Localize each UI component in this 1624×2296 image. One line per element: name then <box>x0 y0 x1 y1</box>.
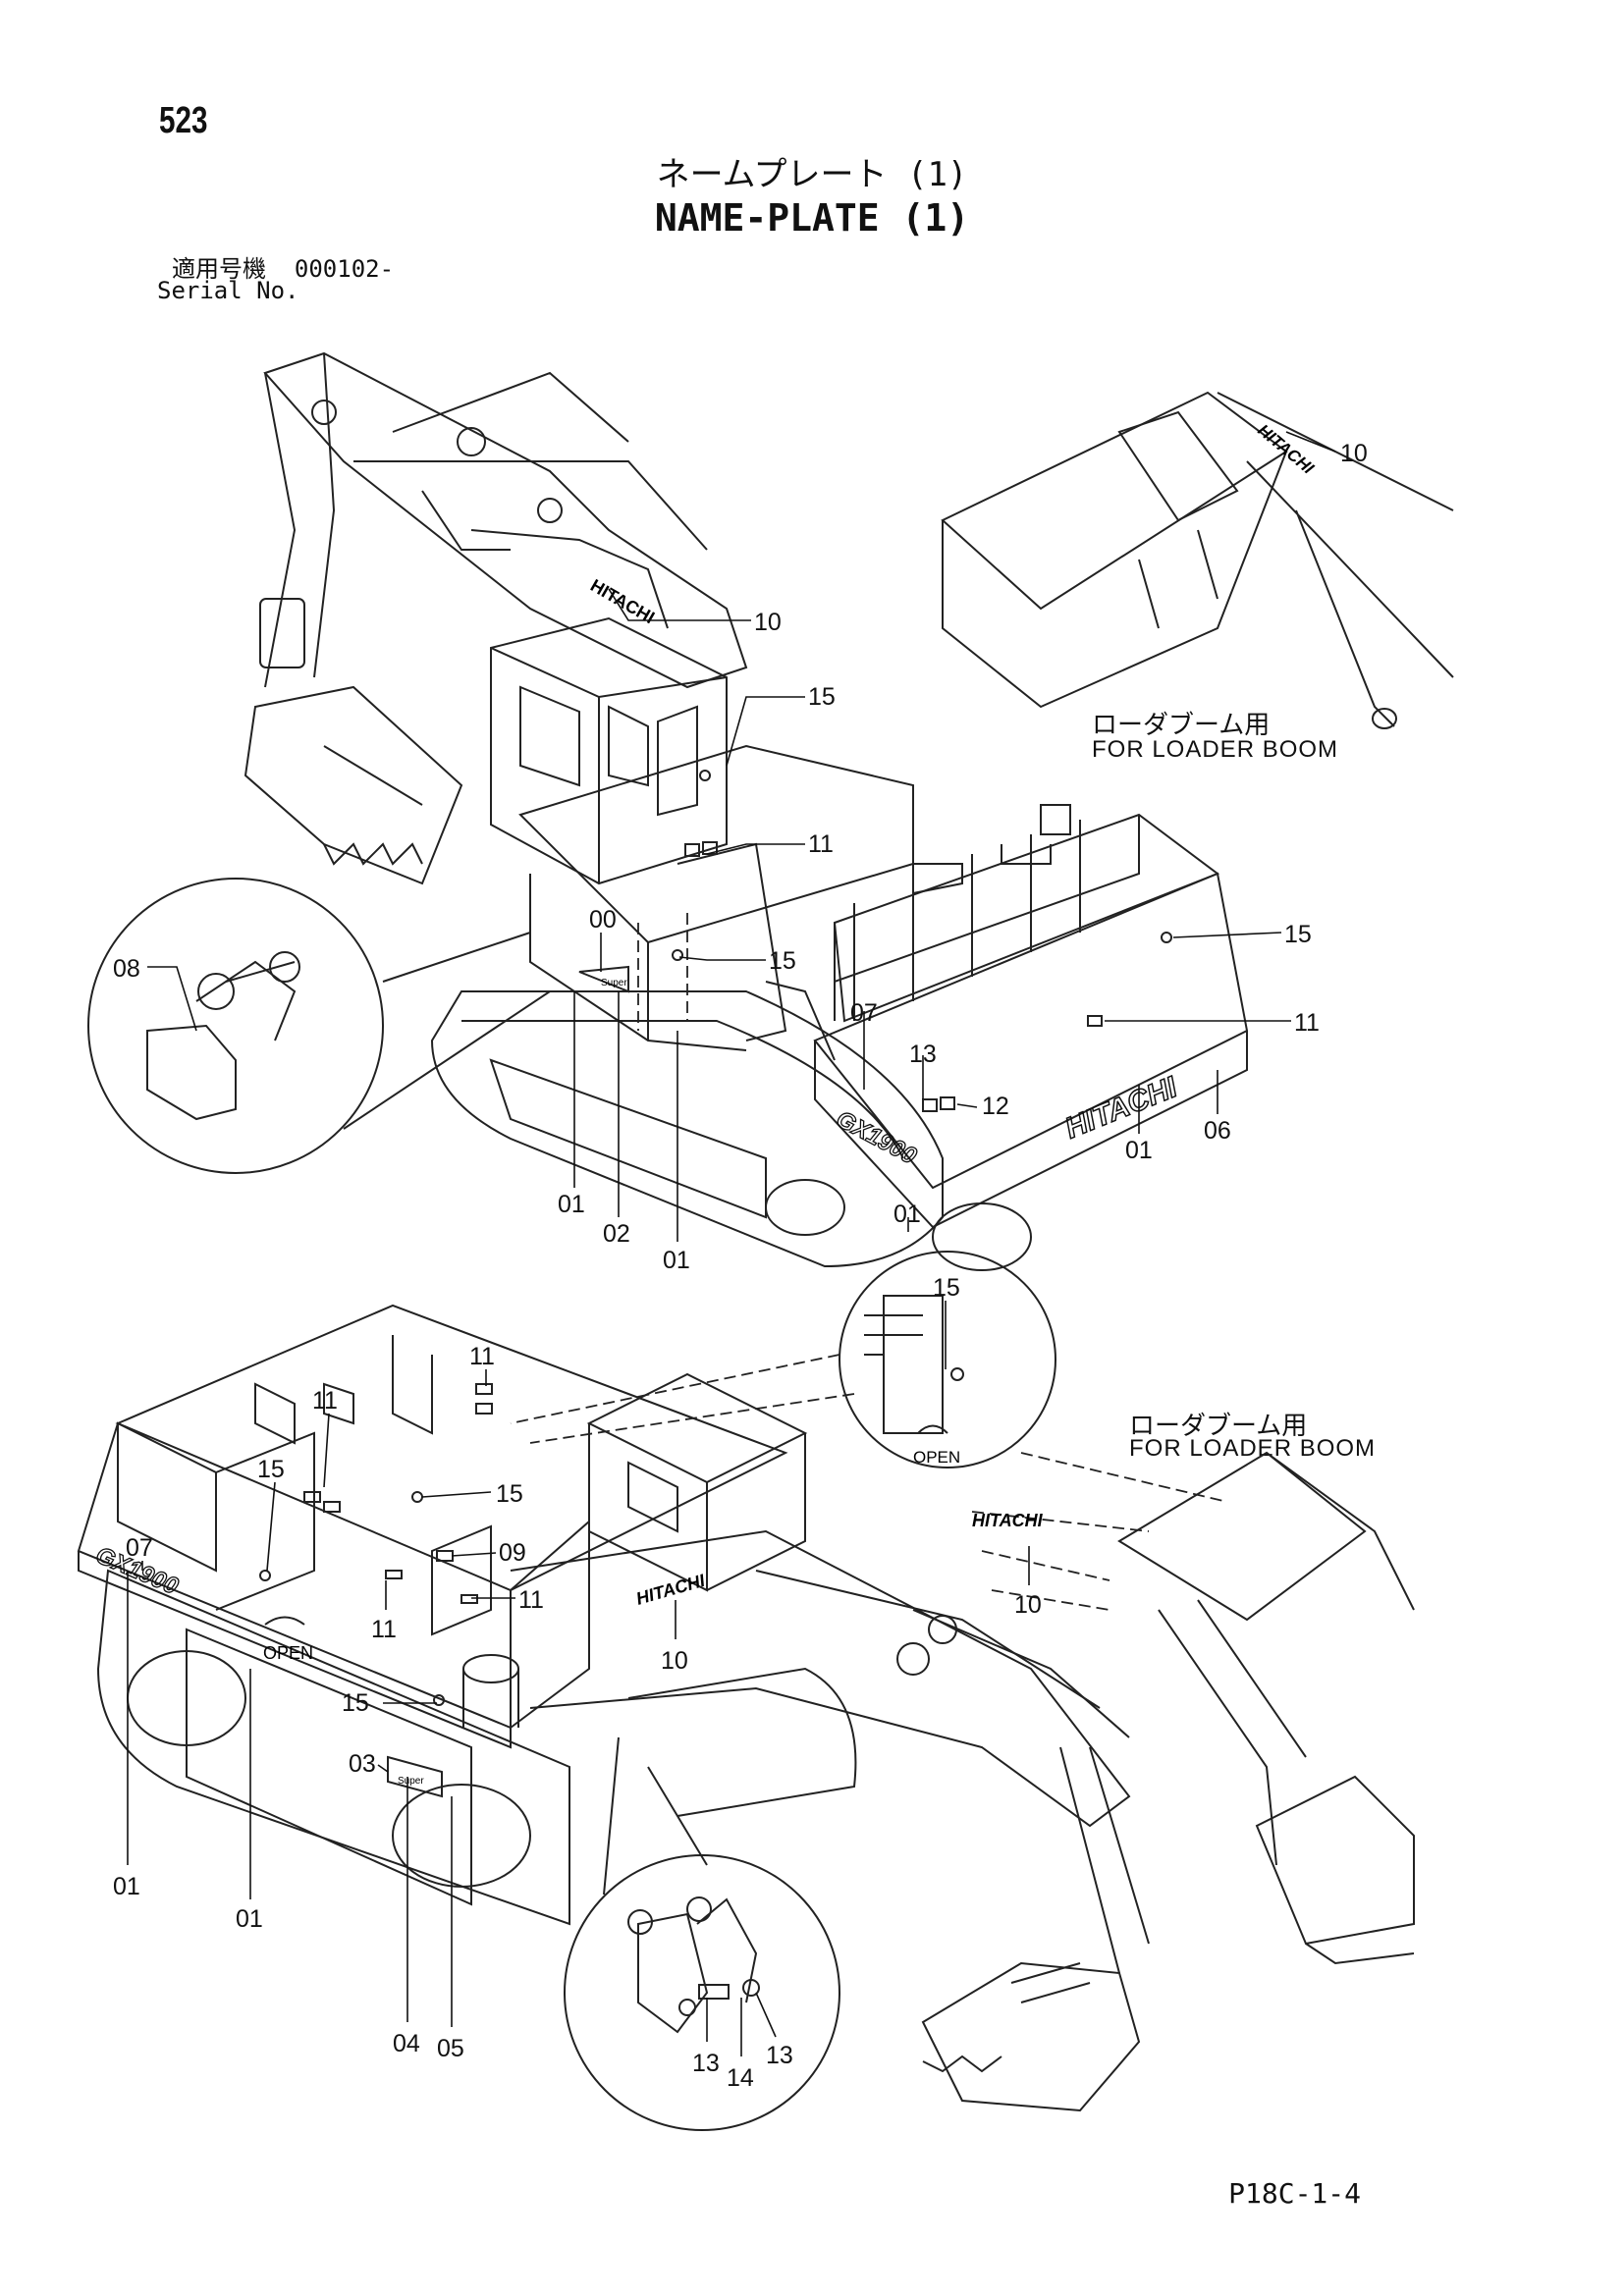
callout-10-loader-top: 10 <box>1340 440 1368 467</box>
loader-boom-label-jp-bottom: ローダブーム用 <box>1129 1412 1308 1441</box>
callout-10-boom-bottom: 10 <box>661 1647 688 1675</box>
detail-circle-top <box>87 878 551 1174</box>
open-label-detail: OPEN <box>913 1448 960 1467</box>
boom-brand-bottom: HITACHI <box>634 1571 708 1609</box>
callout-15-lower-bottom: 15 <box>342 1689 369 1717</box>
counterweight-brand: HITACHI <box>1060 1071 1182 1146</box>
serial-label-jp-text: 適用号機 <box>172 255 266 283</box>
loader-boom-inset-top: HITACHI <box>941 391 1454 729</box>
super-badge-bottom: Super <box>398 1776 424 1787</box>
callout-15-detail: 15 <box>933 1274 960 1302</box>
callout-11-left-bottom: 11 <box>312 1387 338 1415</box>
callout-01-mid-top: 01 <box>663 1247 690 1274</box>
loader-brand-bottom: HITACHI <box>972 1511 1044 1530</box>
callout-11-lower-bottom: 11 <box>371 1616 397 1643</box>
callout-10-loader-bottom: 10 <box>1014 1591 1042 1619</box>
loader-boom-label-jp-top: ローダブーム用 <box>1092 711 1271 740</box>
callout-11-upper-bottom: 11 <box>469 1343 495 1370</box>
super-badge-top: Super <box>601 978 627 988</box>
detail-circle-bottom <box>564 1736 840 2131</box>
callout-00-top: 00 <box>589 906 617 934</box>
page-number: 523 <box>159 100 208 141</box>
callout-15-engine-top: 15 <box>1284 921 1312 948</box>
leader-lines <box>127 431 1336 2056</box>
serial-label-en: Serial No. <box>157 277 299 304</box>
drawing-code: P18C-1-4 <box>1228 2177 1361 2210</box>
callout-11-cab-top: 11 <box>808 830 834 858</box>
callout-13-right-detail: 13 <box>766 2042 793 2069</box>
page-title-jp: ネームプレート (1) <box>656 155 968 194</box>
callout-07-bottom: 07 <box>126 1534 153 1562</box>
callout-08-top: 08 <box>113 955 140 983</box>
callout-13-top: 13 <box>909 1041 937 1068</box>
callout-02-top: 02 <box>603 1220 630 1248</box>
serial-value: 000102- <box>294 255 395 283</box>
callout-01-right-top: 06 <box>1204 1117 1231 1145</box>
detail-circle-15: OPEN <box>510 1251 1056 1468</box>
callout-11-engine-top: 11 <box>1294 1009 1320 1037</box>
bottom-excavator-illustration: HITACHI GX1900 Super OPEN <box>77 1304 1150 2112</box>
callout-06-top: 01 <box>1125 1137 1153 1164</box>
loader-brand-top: HITACHI <box>1254 421 1318 479</box>
callout-14-detail: 14 <box>727 2064 754 2092</box>
open-label-body: OPEN <box>263 1643 313 1663</box>
callout-04-bottom: 04 <box>393 2030 420 2057</box>
callout-03-bottom: 03 <box>349 1750 376 1778</box>
callout-11-right-bottom: 11 <box>518 1586 544 1614</box>
loader-boom-label-en-top: FOR LOADER BOOM <box>1092 736 1339 763</box>
top-excavator-illustration: HITACHI HITACHI GX1900 Super <box>244 351 1249 1271</box>
loader-boom-inset-bottom: HITACHI <box>971 1451 1415 1965</box>
callout-09-bottom: 09 <box>499 1539 526 1567</box>
callout-01-mid-bottom: 01 <box>236 1905 263 1933</box>
callouts: 10 10 15 11 15 15 11 00 07 13 12 08 01 0… <box>113 440 1368 2092</box>
callout-15-center-bottom: 15 <box>496 1480 523 1508</box>
counterweight-model-top: GX1900 <box>832 1105 921 1169</box>
callout-07-top: 07 <box>850 999 878 1027</box>
callout-01-left-top: 01 <box>558 1191 585 1218</box>
callout-01-left-bottom: 01 <box>113 1873 140 1900</box>
serial-label-jp: 適用号機 000102- <box>172 249 394 284</box>
callout-10-boom-top: 10 <box>754 609 782 636</box>
callout-12-top: 12 <box>982 1093 1009 1120</box>
callout-01-front-top: 01 <box>893 1201 921 1228</box>
callout-05-bottom: 05 <box>437 2035 464 2062</box>
loader-boom-label-en-bottom: FOR LOADER BOOM <box>1129 1435 1377 1462</box>
callout-15-ladder-top: 15 <box>769 947 796 975</box>
page-title: NAME-PLATE (1) <box>654 196 970 240</box>
callout-15-left-bottom: 15 <box>257 1456 285 1483</box>
callout-13-left-detail: 13 <box>692 2050 720 2077</box>
callout-15-cab-top: 15 <box>808 683 836 711</box>
